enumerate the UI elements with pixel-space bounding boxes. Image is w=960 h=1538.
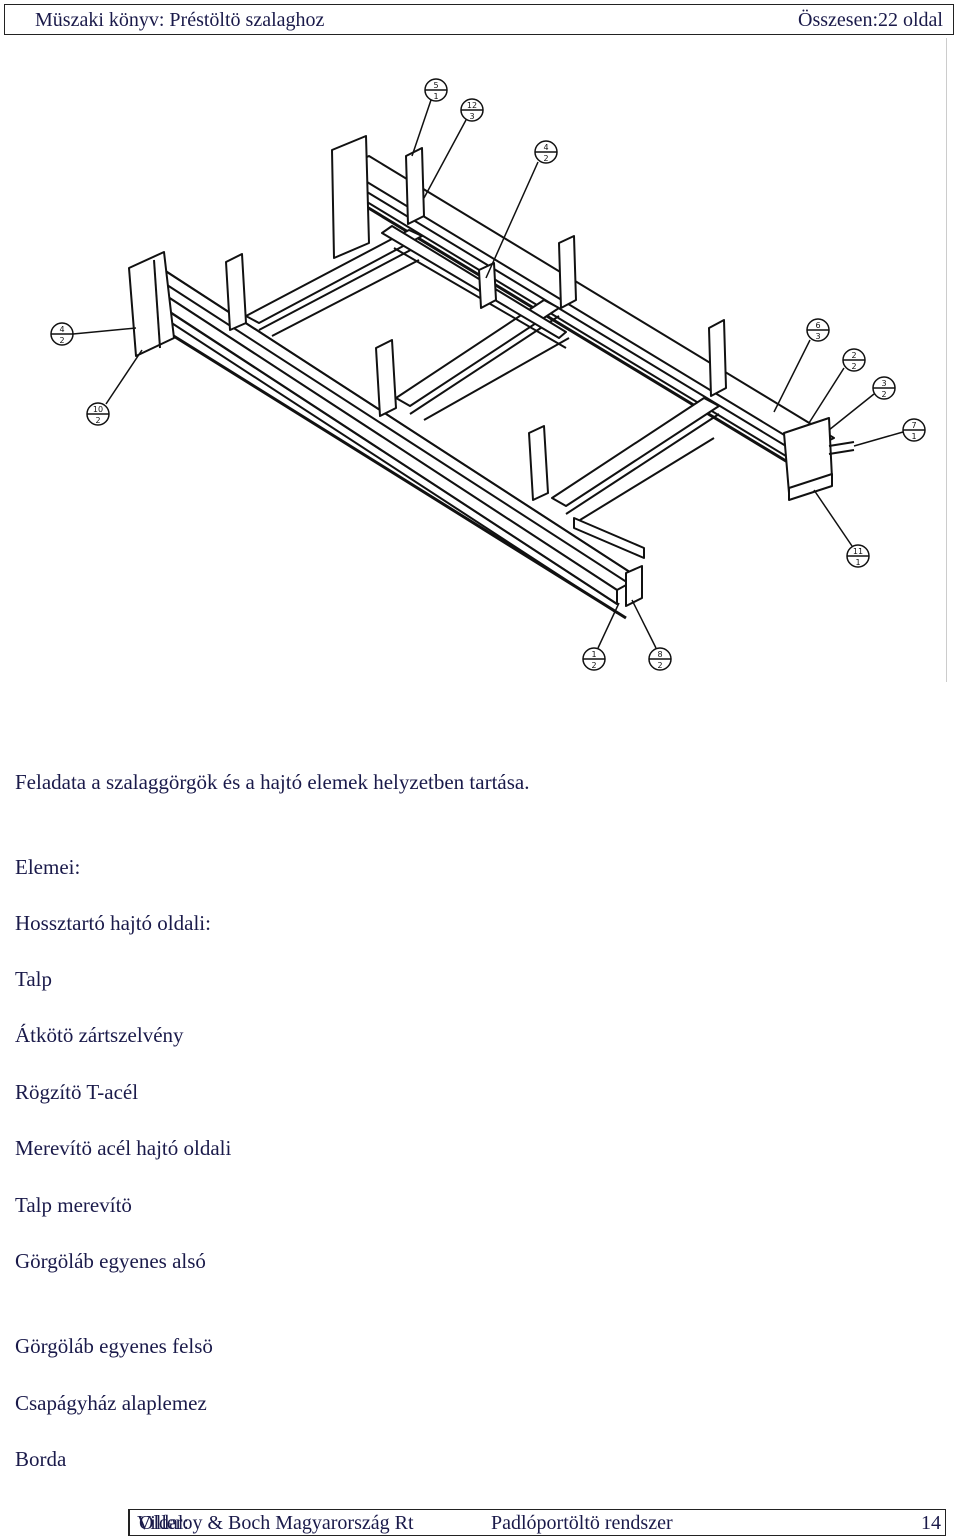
svg-text:8: 8	[657, 650, 662, 659]
intro-text: Feladata a szalaggörgök és a hajtó eleme…	[15, 770, 530, 794]
svg-text:1: 1	[855, 558, 860, 567]
callout: 7 1	[902, 418, 926, 442]
svg-text:1: 1	[591, 650, 596, 659]
svg-text:3: 3	[881, 379, 886, 388]
list-item: Görgöláb egyenes felsö	[15, 1334, 213, 1358]
list-item: Borda	[15, 1447, 67, 1471]
svg-text:4: 4	[59, 325, 64, 334]
list-item: Rögzítö T-acél	[15, 1080, 139, 1104]
callout: 5 1	[424, 78, 448, 102]
svg-text:7: 7	[911, 421, 916, 430]
list-item: Merevítö acél hajtó oldali	[15, 1136, 232, 1160]
page-footer: Villeroy & Boch Magyarország Rt Padlópor…	[128, 1509, 946, 1536]
svg-text:1: 1	[433, 92, 438, 101]
frame-assembly-drawing: 5 1 12 3 4 2 4 2 10 2 6 3	[14, 38, 947, 682]
svg-text:3: 3	[469, 112, 474, 121]
callout: 11 1	[846, 544, 870, 568]
callouts: 5 1 12 3 4 2 4 2 10 2 6 3	[50, 78, 926, 671]
svg-text:2: 2	[59, 336, 64, 345]
callout: 10 2	[86, 402, 110, 426]
svg-text:12: 12	[467, 101, 477, 110]
roller-legs	[225, 147, 727, 501]
list-item: Hossztartó hajtó oldali:	[15, 911, 211, 935]
list-item: Csapágyház alaplemez	[15, 1391, 207, 1415]
list-item: Görgöláb egyenes alsó	[15, 1249, 206, 1273]
page-label: Oldal:	[139, 1512, 189, 1534]
total-pages: Összesen:22 oldal	[798, 9, 943, 31]
callout: 12 3	[460, 98, 484, 122]
callout: 3 2	[872, 376, 896, 400]
list-item: Talp	[15, 967, 53, 991]
callout: 2 2	[842, 348, 866, 372]
svg-text:5: 5	[433, 81, 438, 90]
svg-text:2: 2	[851, 351, 856, 360]
page-number-cell: Oldal: 14	[129, 1510, 941, 1535]
footer-system: Padlóportöltö rendszer	[491, 1512, 673, 1534]
elements-heading: Elemei:	[15, 855, 81, 879]
list-item: Átkötö zártszelvény	[15, 1023, 184, 1047]
svg-text:3: 3	[815, 332, 820, 341]
document-title: Müszaki könyv: Préstöltö szalaghoz	[35, 9, 325, 31]
svg-text:1: 1	[911, 432, 916, 441]
main-beam	[128, 251, 645, 620]
svg-text:10: 10	[93, 405, 103, 414]
list-item: Talp merevítö	[15, 1193, 132, 1217]
svg-text:4: 4	[543, 143, 548, 152]
svg-text:2: 2	[851, 362, 856, 371]
callout: 4 2	[534, 140, 558, 164]
footer-company: Villeroy & Boch Magyarország Rt	[137, 1512, 414, 1534]
svg-text:2: 2	[881, 390, 886, 399]
callout: 1 2	[582, 647, 606, 671]
svg-text:2: 2	[591, 661, 596, 670]
callout: 4 2	[50, 322, 74, 346]
page-header: Müszaki könyv: Préstöltö szalaghoz Össze…	[4, 4, 954, 35]
svg-text:2: 2	[95, 416, 100, 425]
svg-text:6: 6	[815, 321, 820, 330]
svg-text:11: 11	[853, 547, 863, 556]
page-number: 14	[921, 1512, 941, 1534]
callout: 6 3	[806, 318, 830, 342]
callout: 8 2	[648, 647, 672, 671]
svg-text:2: 2	[543, 154, 548, 163]
svg-text:2: 2	[657, 661, 662, 670]
